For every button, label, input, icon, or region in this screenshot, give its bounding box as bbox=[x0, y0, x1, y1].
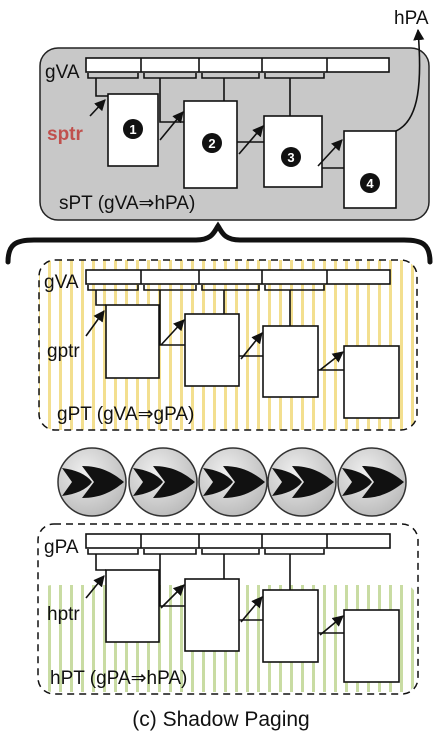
double-chevron-arrow-icon bbox=[198, 447, 268, 517]
host-pa-bar bbox=[85, 533, 391, 555]
shadow-va-bar bbox=[85, 57, 390, 79]
step-badge-2: 2 bbox=[202, 133, 222, 153]
guest-page-4 bbox=[343, 345, 400, 419]
step-badge-1: 1 bbox=[123, 119, 143, 139]
step-badge-4: 4 bbox=[360, 173, 380, 193]
host-page-4 bbox=[343, 609, 400, 683]
svg-text:3: 3 bbox=[287, 150, 294, 165]
shadow-page-4 bbox=[343, 130, 397, 209]
combining-brace bbox=[5, 221, 433, 265]
guest-page-1 bbox=[105, 304, 160, 379]
host-page-table: gPA hptr hPT (gPA⇒hPA) bbox=[37, 523, 419, 695]
guest-table-label: gPT (gVA⇒gPA) bbox=[57, 404, 194, 425]
gptr-label: gptr bbox=[47, 341, 80, 362]
arrow-badges-row bbox=[57, 447, 407, 517]
guest-page-2 bbox=[184, 313, 240, 387]
double-chevron-arrow-icon bbox=[57, 447, 127, 517]
svg-text:4: 4 bbox=[366, 176, 374, 191]
guest-page-3 bbox=[262, 325, 319, 398]
double-chevron-arrow-icon bbox=[337, 447, 407, 517]
host-page-2 bbox=[184, 578, 240, 652]
guest-va-bar bbox=[85, 269, 391, 291]
svg-text:1: 1 bbox=[129, 122, 136, 137]
host-va-label: gPA bbox=[44, 537, 79, 558]
double-chevron-arrow-icon bbox=[128, 447, 198, 517]
svg-text:2: 2 bbox=[208, 136, 215, 151]
double-chevron-arrow-icon bbox=[267, 447, 337, 517]
guest-page-table: gVA gptr gPT (gVA⇒gPA) bbox=[38, 259, 418, 431]
host-table-label: hPT (gPA⇒hPA) bbox=[50, 668, 187, 689]
guest-va-label: gVA bbox=[44, 272, 79, 293]
figure-caption: (c) Shadow Paging bbox=[132, 708, 309, 731]
step-badge-3: 3 bbox=[281, 147, 301, 167]
shadow-va-label: gVA bbox=[45, 62, 80, 83]
hpa-output-label: hPA bbox=[394, 8, 429, 29]
host-page-3 bbox=[262, 589, 319, 663]
host-page-1 bbox=[105, 569, 160, 643]
hptr-label: hptr bbox=[47, 604, 80, 625]
shadow-page-table: gVA sptr hP bbox=[39, 8, 430, 221]
sptr-label: sptr bbox=[47, 124, 84, 145]
shadow-table-label: sPT (gVA⇒hPA) bbox=[59, 193, 195, 214]
